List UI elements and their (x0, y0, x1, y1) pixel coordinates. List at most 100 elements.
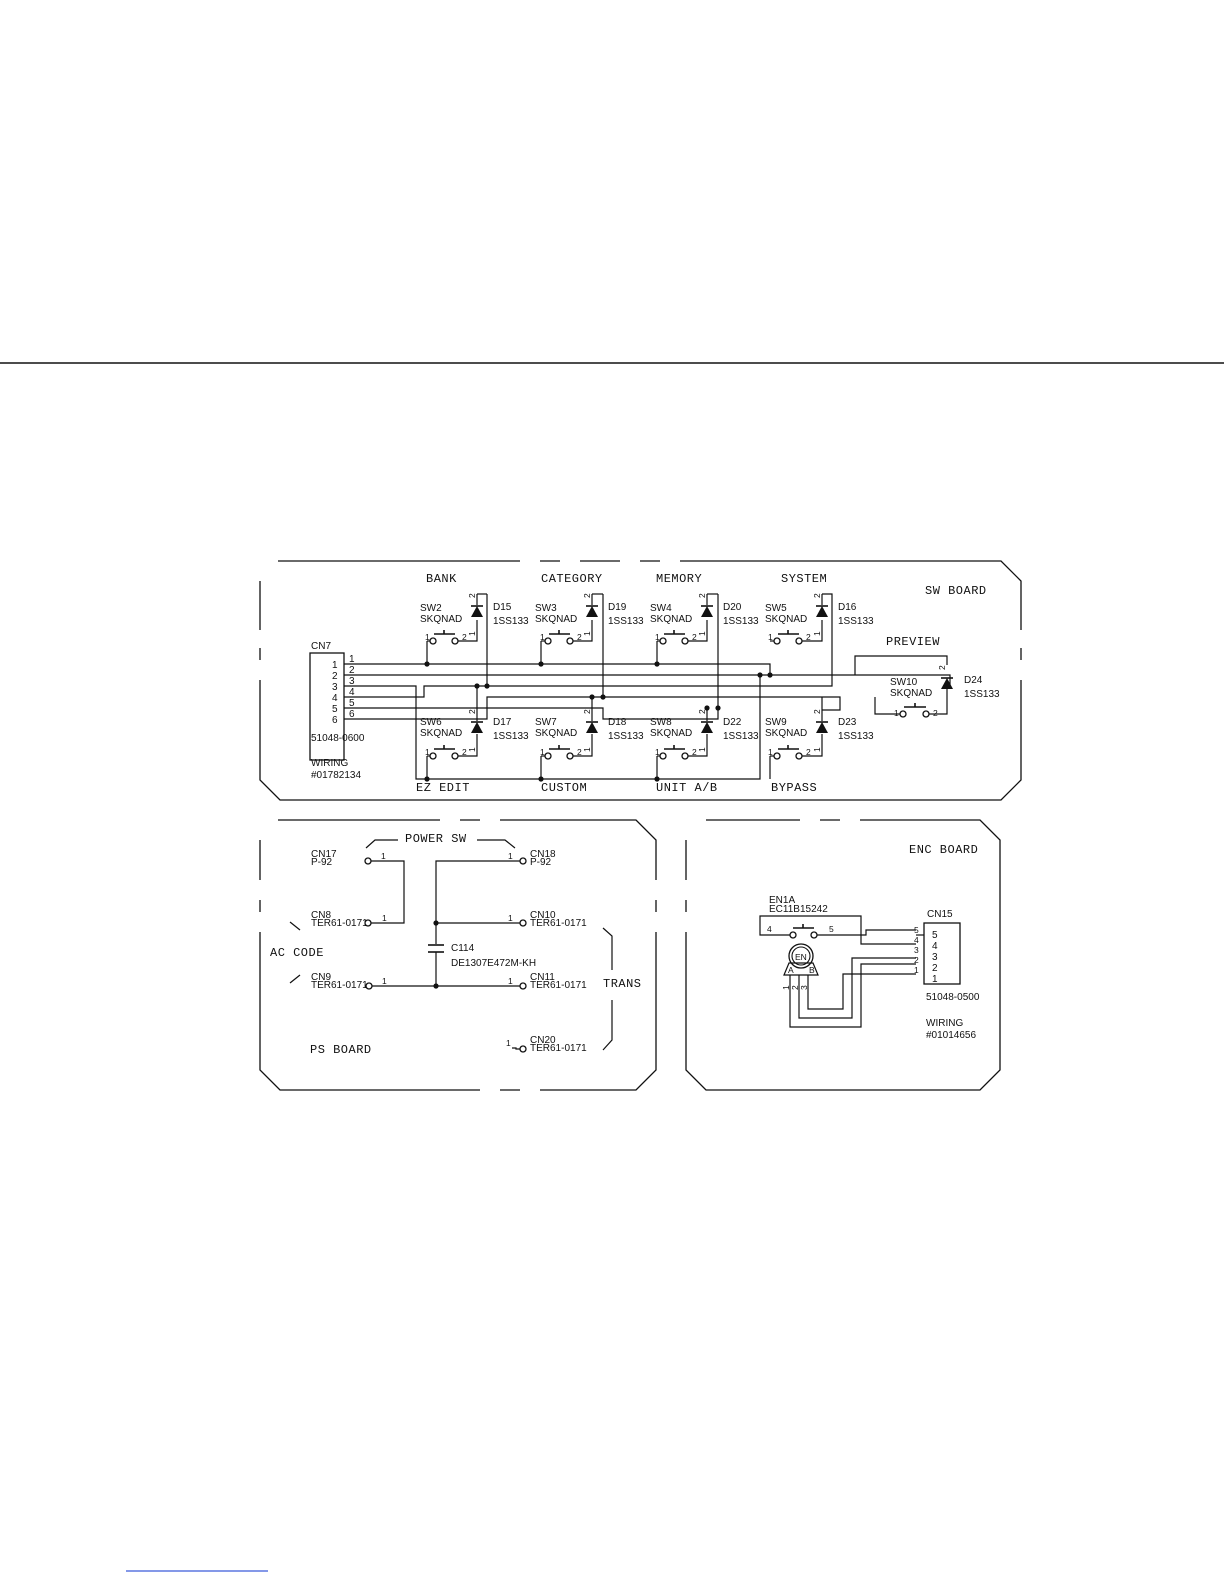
sw7-cell: SW7 SKQNAD 1 2 2 1 D18 1SS133 (535, 709, 644, 760)
sw4-pin1: 1 (655, 632, 660, 642)
cn10-part: TER61-0171 (530, 918, 587, 929)
d16-type: 1SS133 (838, 616, 874, 627)
cn11-pin: 1 (508, 976, 513, 986)
trans-label: TRANS (603, 977, 642, 991)
cn20-name: CN20 (530, 1035, 556, 1046)
cn7-wire-2: 2 (349, 665, 355, 676)
d18-pin2: 2 (582, 709, 592, 714)
sw10-name: SW10 (890, 677, 918, 688)
sw2-cell: SW2 SKQNAD 1 2 2 1 D15 1SS133 (420, 593, 529, 645)
cn15-wire-1: 1 (914, 965, 919, 975)
d17-pin2: 2 (467, 709, 477, 714)
sw6-pin1: 1 (425, 747, 430, 757)
label-category: CATEGORY (541, 572, 603, 586)
cn17-part: P-92 (311, 857, 333, 868)
cn10-name: CN10 (530, 910, 556, 921)
cn15-pin-3: 3 (932, 952, 938, 963)
cn11-part: TER61-0171 (530, 980, 587, 991)
d20-type: 1SS133 (723, 616, 759, 627)
cn7-wire-6: 6 (349, 709, 355, 720)
sw7-name: SW7 (535, 717, 557, 728)
sw-junctions (424, 661, 773, 782)
d18-pin1: 1 (582, 747, 592, 752)
en1a-name: EN1A (769, 895, 795, 906)
label-system: SYSTEM (781, 572, 827, 586)
cn15-body (923, 922, 961, 985)
sw3-cell: SW3 SKQNAD 1 2 2 1 D19 1SS133 (535, 593, 644, 645)
cn15-wiring-label: WIRING (926, 1018, 963, 1029)
cn20-pin: 1 (506, 1038, 511, 1048)
d15-pin2: 2 (467, 593, 477, 598)
encoder-pin1: 1 (781, 985, 791, 990)
cn17-name: CN17 (311, 849, 337, 860)
cn15-wiring-no: #01014656 (926, 1030, 976, 1041)
d23-pin2: 2 (812, 709, 822, 714)
cn7-wiring-no: #01782134 (311, 770, 361, 781)
power-sw-label: POWER SW (405, 832, 467, 846)
c114-name: C114 (451, 943, 475, 954)
label-bypass: BYPASS (771, 781, 817, 795)
en1a-part: EC11B15242 (769, 904, 828, 915)
d16-pin2: 2 (812, 593, 822, 598)
cn7-pin-4: 4 (332, 693, 338, 704)
cn9-name: CN9 (311, 972, 331, 983)
sw4-cell: SW4 SKQNAD 1 2 2 1 D20 1SS133 (650, 593, 759, 645)
sw9-name: SW9 (765, 717, 787, 728)
d24-name: D24 (964, 675, 983, 686)
cn15-part: 51048-0500 (926, 992, 980, 1003)
cn7-wire-4: 4 (349, 687, 355, 698)
d15-type: 1SS133 (493, 616, 529, 627)
cn7-pin-2: 2 (332, 671, 338, 682)
label-memory: MEMORY (656, 572, 702, 586)
sw5-cell: SW5 SKQNAD 1 2 2 1 D16 1SS133 (765, 593, 874, 645)
cn15-wire-2: 2 (914, 955, 919, 965)
sw-board: SW BOARD BANK CATEGORY MEMORY SYSTEM PRE… (259, 560, 1022, 801)
label-custom: CUSTOM (541, 781, 587, 795)
cn18-name: CN18 (530, 849, 556, 860)
enc-board-outline (685, 819, 1001, 1091)
d17-pin1: 1 (467, 747, 477, 752)
d22-name: D22 (723, 717, 742, 728)
cn15-wire-4: 4 (914, 935, 919, 945)
sw3-pin2: 2 (577, 632, 582, 642)
cn15-pin-5: 5 (932, 930, 938, 941)
sw10-cell: SW10 SKQNAD 1 2 2 D24 1SS133 (890, 665, 1000, 718)
sw7-pin2: 2 (577, 747, 582, 757)
cn7-wire-1: 1 (349, 654, 355, 665)
sw-board-outline (259, 560, 1022, 801)
label-ez-edit: EZ EDIT (416, 781, 470, 795)
cn15-name: CN15 (927, 909, 953, 920)
sw6-pin2: 2 (462, 747, 467, 757)
sw6-cell: SW6 SKQNAD 1 2 2 1 D17 1SS133 (420, 709, 529, 760)
sw4-type: SKQNAD (650, 614, 692, 625)
sw5-pin1: 1 (768, 632, 773, 642)
sw5-type: SKQNAD (765, 614, 807, 625)
sw9-pin2: 2 (806, 747, 811, 757)
sw2-pin2: 2 (462, 632, 467, 642)
sw4-name: SW4 (650, 603, 672, 614)
d16-name: D16 (838, 602, 857, 613)
cn7-pin-5: 5 (332, 704, 338, 715)
en1a-pin4: 4 (767, 924, 772, 934)
encoder-pin2: 2 (790, 985, 800, 990)
ps-board-title: PS BOARD (310, 1043, 372, 1057)
encoder-a-label: A (788, 965, 794, 975)
sw3-type: SKQNAD (535, 614, 577, 625)
encoder-b-label: B (809, 965, 815, 975)
sw3-pin1: 1 (540, 632, 545, 642)
d22-type: 1SS133 (723, 731, 759, 742)
d19-pin1: 1 (582, 631, 592, 636)
cn18-part: P-92 (530, 857, 552, 868)
d18-name: D18 (608, 717, 627, 728)
label-unit-ab: UNIT A/B (656, 781, 718, 795)
d17-name: D17 (493, 717, 512, 728)
en1a-pin5: 5 (829, 924, 834, 934)
ps-board: PS BOARD POWER SW AC CODE TRANS CN17 P-9… (259, 819, 657, 1091)
sw9-pin1: 1 (768, 747, 773, 757)
d15-pin1: 1 (467, 631, 477, 636)
cn17-pin: 1 (381, 851, 386, 861)
cn15-pin-1: 1 (932, 974, 938, 985)
cn20-part: TER61-0171 (530, 1043, 587, 1054)
d16-pin1: 1 (812, 631, 822, 636)
